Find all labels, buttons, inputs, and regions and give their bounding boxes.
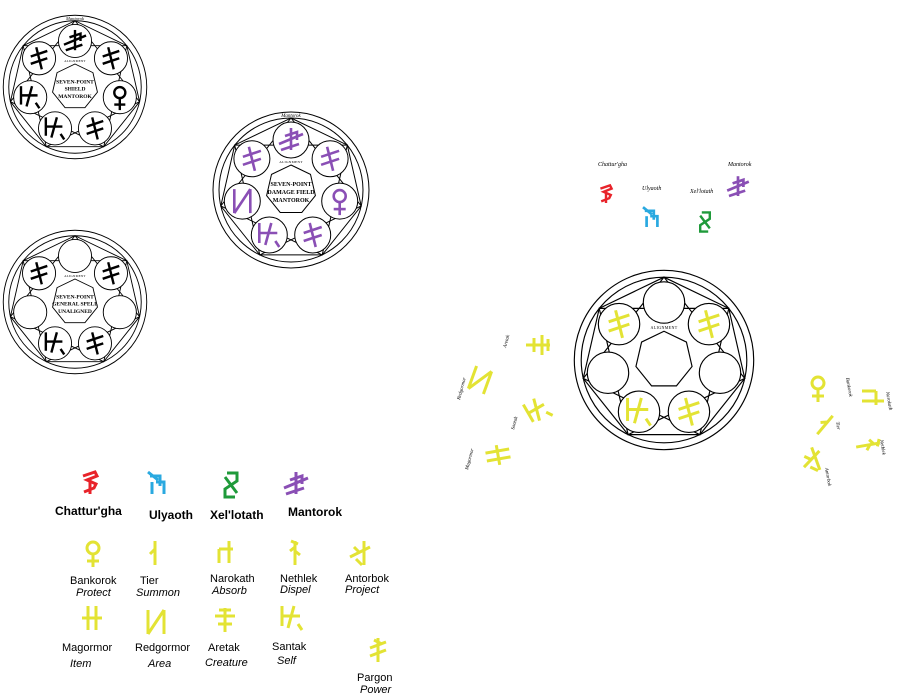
rune-name: Antorbok [345,573,390,585]
narokath-label: Narokath [884,390,892,411]
ulyaoth-glyph-icon [146,470,166,496]
narokath-glyph-icon [217,539,235,565]
puzzle-loose-runes-right [796,375,886,477]
redgormor-glyph-icon [466,364,494,396]
bankorok-glyph-icon [810,375,826,404]
ulyaoth-glyph-icon [641,205,659,229]
rune-name: Aretak [208,642,240,654]
alignment-label: ALIGNMENT [651,325,678,330]
antorbok-glyph-icon [348,539,372,567]
circle-title-line2: GENERAL SPELL [52,302,98,308]
magormor-label: Magormor [465,448,476,471]
rune-name: Pargon [357,672,392,684]
circle-top-label: Mantorok [65,16,85,21]
rune-meaning: Absorb [211,585,247,597]
rune-meaning: Summon [136,587,180,599]
rune-meaning: Area [147,658,171,670]
mantorok-glyph-icon [725,174,751,198]
xellotath-glyph-icon [223,471,239,499]
rune-name: Santak [272,641,307,653]
chattur-glyph-icon [81,470,99,496]
nethlek-glyph-icon [288,539,302,567]
aretak-glyph-icon [213,606,237,634]
alignment-label: ALIGNMENT [64,59,86,63]
nethlek-glyph-icon [853,436,883,454]
god-name: Mantorok [288,505,342,519]
shield-spell-circle: Mantorok ALIGNMENT SEVEN-POINT SHIELD MA… [2,14,148,160]
rune-meaning: Protect [76,587,112,599]
circle-top-label: Mantorok [280,114,301,119]
alignment-label: ALIGNMENT [64,274,86,278]
rune-name: Magormor [62,642,112,654]
magormor-glyph-icon [482,441,514,469]
circle-title-line2: SHIELD [65,87,86,93]
puzzle-right-labels: Bankorok Narokath Tier Nethlek Antorbok [823,377,892,487]
mantorok-label: Mantorok [727,162,752,168]
chattur-glyph-icon [599,184,613,205]
tier-glyph-icon [148,539,157,567]
rune-meaning: Self [277,655,297,667]
xellotath-glyph-icon [699,211,711,233]
narokath-glyph-icon [860,389,886,407]
tier-glyph-icon [811,411,835,436]
rune-name: Redgormor [135,642,190,654]
nethlek-label: Nethlek [878,438,886,456]
ulyaoth-label: Ulyaoth [642,186,661,192]
rune-meaning: Power [360,684,393,695]
chattur-label: Chattur'gha [598,162,627,168]
rune-meaning: Dispel [280,584,311,596]
circle-title-line1: SEVEN-POINT [56,294,94,300]
santak-glyph-icon [521,393,555,427]
bankorok-label: Bankorok [844,377,852,398]
circle-title-line3: UNALIGNED [58,309,92,315]
redgormor-label: Redgormor [457,377,468,401]
antorbok-glyph-icon [796,443,828,477]
alignment-label: ALIGNMENT [279,160,303,164]
circle-title-line1: SEVEN-POINT [270,182,311,188]
santak-glyph-icon [280,604,304,632]
rune-meaning: Project [345,584,380,596]
rune-meaning: Item [70,658,91,670]
rune-legend: Bankorok Protect Tier Summon Narokath Ab… [62,539,393,695]
damage-field-spell-circle: Mantorok ALIGNMENT SEVEN-POINT DAMAGE FI… [212,111,370,269]
pargon-glyph-icon [368,636,388,664]
puzzle-left-labels: Aretak Redgormor Santak Magormor [457,334,520,472]
circle-title-line3: MANTOROK [273,198,310,204]
puzzle-god-glyphs [599,174,751,233]
rune-name: Nethlek [280,573,318,585]
puzzle-spell-circle: ALIGNMENT [573,269,755,451]
god-name: Xel'lotath [210,508,264,522]
circle-title-line3: MANTOROK [58,94,92,100]
rune-name: Tier [140,575,159,587]
puzzle-loose-runes-left [466,333,555,469]
general-spell-circle: ALIGNMENT SEVEN-POINT GENERAL SPELL UNAL… [2,229,148,375]
god-legend: Chattur'gha Ulyaoth Xel'lotath Mantorok [55,470,342,522]
circle-title-line1: SEVEN-POINT [56,79,94,85]
mantorok-glyph-icon [282,470,310,496]
circle-title-line2: DAMAGE FIELD [267,190,315,196]
redgormor-glyph-icon [146,608,166,636]
rune-meaning: Creature [205,657,248,669]
aretak-glyph-icon [524,333,552,357]
puzzle-god-labels: Chattur'gha Ulyaoth Xel'lotath Mantorok [598,162,752,195]
santak-label: Santak [511,415,520,430]
aretak-label: Aretak [503,334,512,350]
magormor-glyph-icon [80,604,104,632]
tier-label: Tier [834,421,840,430]
god-name: Ulyaoth [149,508,193,522]
antorbok-label: Antorbok [823,466,831,487]
bankorok-glyph-icon [85,540,101,569]
xellotath-label: Xel'lotath [689,189,713,195]
god-name: Chattur'gha [55,504,122,518]
rune-name: Narokath [210,573,255,585]
rune-name: Bankorok [70,575,117,587]
